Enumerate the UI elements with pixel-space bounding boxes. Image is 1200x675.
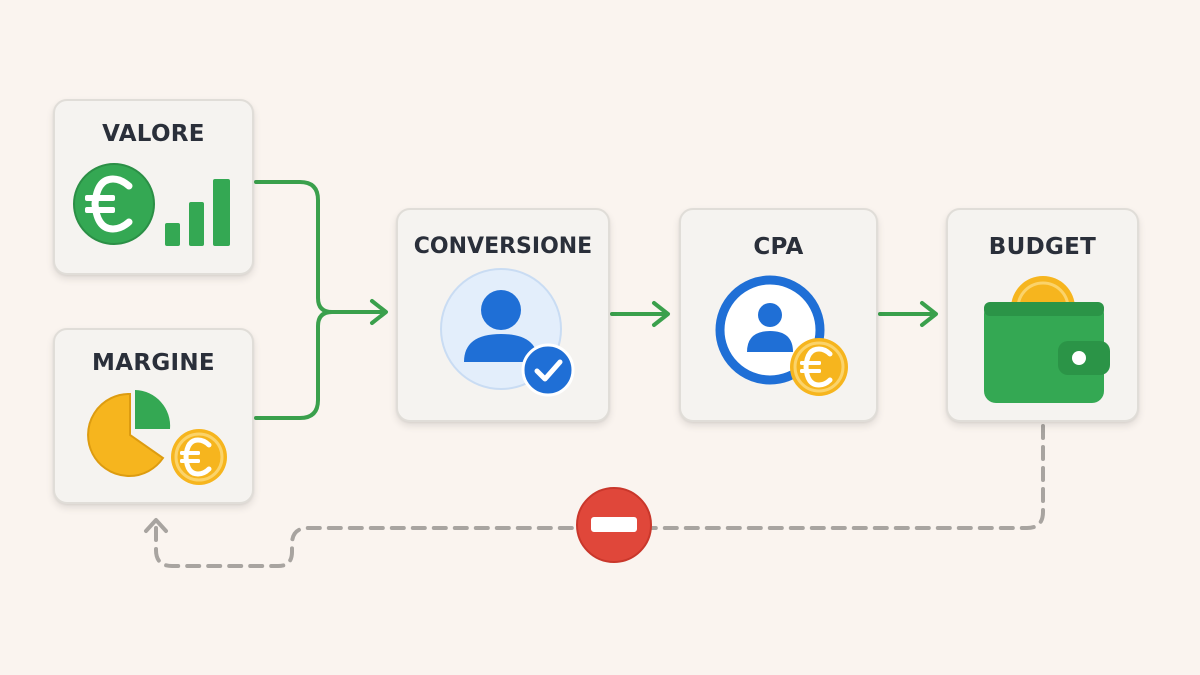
wallet-icon xyxy=(984,302,1110,403)
edge-budget-to-margine-feedback xyxy=(154,424,1045,568)
edge-valore-to-conversione xyxy=(254,180,386,314)
user-check-icon xyxy=(440,268,575,397)
node-margine-label: MARGINE xyxy=(92,350,215,376)
node-budget-label: BUDGET xyxy=(988,234,1097,260)
margine-icons xyxy=(87,390,227,485)
node-conversione-label: CONVERSIONE xyxy=(413,234,593,259)
node-valore-label: VALORE xyxy=(102,121,205,147)
valore-icons xyxy=(73,163,230,246)
node-margine: MARGINE xyxy=(53,328,254,504)
edge-margine-to-conversione xyxy=(254,310,334,420)
arrowhead-cpa xyxy=(652,301,670,327)
euro-coin-icon xyxy=(790,338,848,396)
node-cpa-label: CPA xyxy=(753,234,804,260)
conversione-icons xyxy=(440,268,575,397)
euro-coin-icon xyxy=(73,163,155,245)
node-valore: VALORE xyxy=(53,99,254,275)
node-conversione: CONVERSIONE xyxy=(396,208,610,422)
arrowhead-budget xyxy=(920,301,938,327)
arrowhead-conversione xyxy=(370,299,388,325)
euro-coin-icon xyxy=(171,429,227,485)
node-budget: BUDGET xyxy=(946,208,1139,422)
stop-icon xyxy=(576,487,652,563)
cpa-icons xyxy=(715,275,848,396)
budget-icons xyxy=(984,276,1110,403)
bar-chart-icon xyxy=(165,179,230,246)
arrowhead-margine-feedback xyxy=(144,518,168,533)
pie-chart-icon xyxy=(87,390,171,477)
node-cpa: CPA xyxy=(679,208,878,422)
